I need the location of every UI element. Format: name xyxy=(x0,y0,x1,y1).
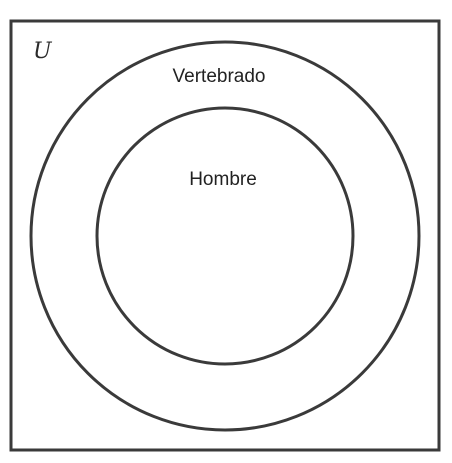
inner-set-circle xyxy=(95,106,355,366)
inner-set-label: Hombre xyxy=(189,169,257,190)
outer-set-label: Vertebrado xyxy=(173,66,266,87)
outer-set-circle xyxy=(29,40,421,432)
universe-box xyxy=(9,19,441,452)
universe-label: U xyxy=(33,39,53,64)
